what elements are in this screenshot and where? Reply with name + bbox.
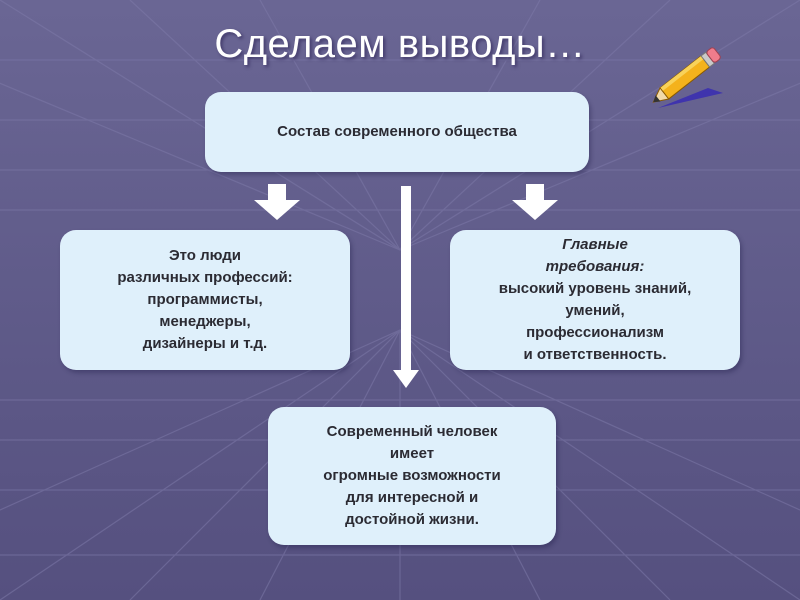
arrow-down-left: [254, 184, 300, 220]
requirements-heading-line: Главные: [562, 236, 628, 253]
society-composition-label: Состав современного общества: [277, 123, 517, 140]
requirements-box: Главные требования: высокий уровень знан…: [450, 230, 740, 370]
professions-line: дизайнеры и т.д.: [142, 335, 268, 352]
professions-line: различных профессий:: [117, 269, 293, 286]
requirements-line: высокий уровень знаний,: [498, 280, 692, 297]
society-composition-box: Состав современного общества: [205, 92, 589, 172]
modern-person-line: для интересной и: [345, 489, 479, 506]
modern-person-line: достойной жизни.: [345, 511, 479, 528]
professions-line: менеджеры,: [159, 313, 251, 330]
requirements-line: профессионализм: [526, 324, 664, 341]
arrow-down-center: [393, 186, 419, 388]
modern-person-line: Современный человек: [326, 423, 498, 440]
professions-line: Это люди: [168, 247, 242, 264]
requirements-line: умений,: [565, 302, 625, 319]
requirements-line: и ответственность.: [523, 346, 667, 363]
slide-title: Сделаем выводы…: [214, 22, 586, 66]
modern-person-line: имеет: [389, 445, 435, 462]
arrow-down-right: [512, 184, 558, 220]
professions-box: Это люди различных профессий: программис…: [60, 230, 350, 370]
professions-line: программисты,: [147, 291, 263, 308]
pencil-icon: [652, 47, 723, 108]
modern-person-box: Современный человек имеет огромные возмо…: [268, 407, 556, 545]
modern-person-line: огромные возможности: [323, 467, 501, 484]
requirements-heading-line: требования:: [545, 258, 645, 275]
